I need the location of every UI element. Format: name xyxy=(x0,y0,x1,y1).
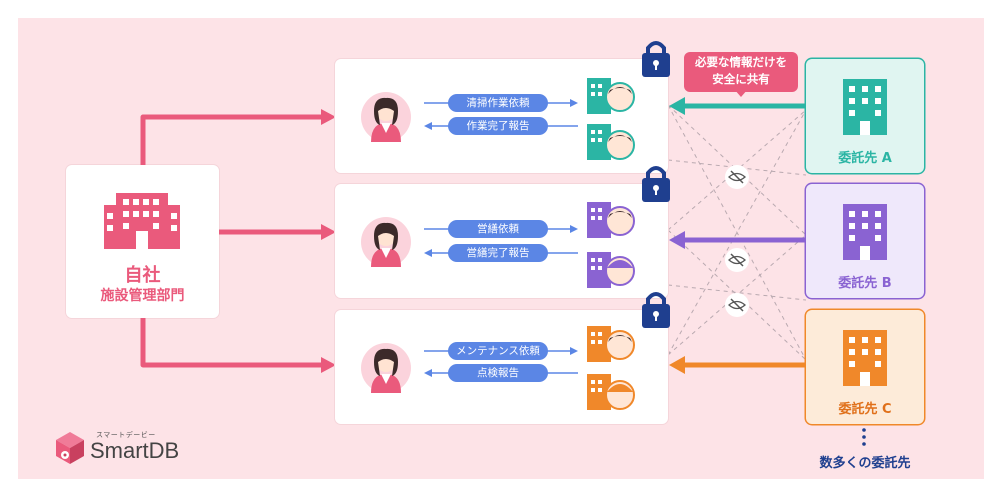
contractor-building-icons xyxy=(587,78,635,410)
logo-name: SmartDB xyxy=(90,438,180,463)
smartdb-logo: スマートデービー SmartDB xyxy=(52,428,212,468)
report-pill-c: 点検報告 xyxy=(448,364,548,382)
contractor-label-b: 委託先 B xyxy=(838,276,892,291)
more-dots-icon xyxy=(862,428,866,446)
building-icon xyxy=(104,193,180,249)
contractor-label-c: 委託先 C xyxy=(838,402,892,417)
share-callout: 必要な情報だけを 安全に共有 xyxy=(684,52,798,92)
own-company-title: 自社 xyxy=(124,265,161,286)
own-company-subtitle: 施設管理部門 xyxy=(100,288,185,304)
eye-slash-icons xyxy=(725,165,749,317)
building-icon xyxy=(843,79,887,135)
report-pill-b: 営繕完了報告 xyxy=(448,244,548,262)
report-pill-a: 作業完了報告 xyxy=(448,117,548,135)
callout-line-2: 安全に共有 xyxy=(712,72,770,86)
contractor-card-a: 委託先 A xyxy=(806,59,924,173)
own-company-card: 自社 施設管理部門 xyxy=(66,165,219,318)
many-contractors-label: 数多くの委託先 xyxy=(819,456,911,471)
contractor-card-c: 委託先 C xyxy=(806,310,924,424)
callout-line-1: 必要な情報だけを xyxy=(695,55,787,69)
contractor-label-a: 委託先 A xyxy=(838,151,892,166)
staff-avatar-a xyxy=(361,92,411,142)
staff-avatar-c xyxy=(361,343,411,393)
logo-kana: スマートデービー xyxy=(96,431,156,439)
building-icon xyxy=(843,204,887,260)
building-icon xyxy=(843,330,887,386)
request-pill-c: メンテナンス依頼 xyxy=(448,342,548,360)
contractor-card-b: 委託先 B xyxy=(806,184,924,298)
smartdb-logo-icon xyxy=(56,432,84,464)
staff-avatar-b xyxy=(361,217,411,267)
request-pill-b: 営繕依頼 xyxy=(448,220,548,238)
request-pill-a: 清掃作業依頼 xyxy=(448,94,548,112)
lock-icons xyxy=(642,41,670,328)
